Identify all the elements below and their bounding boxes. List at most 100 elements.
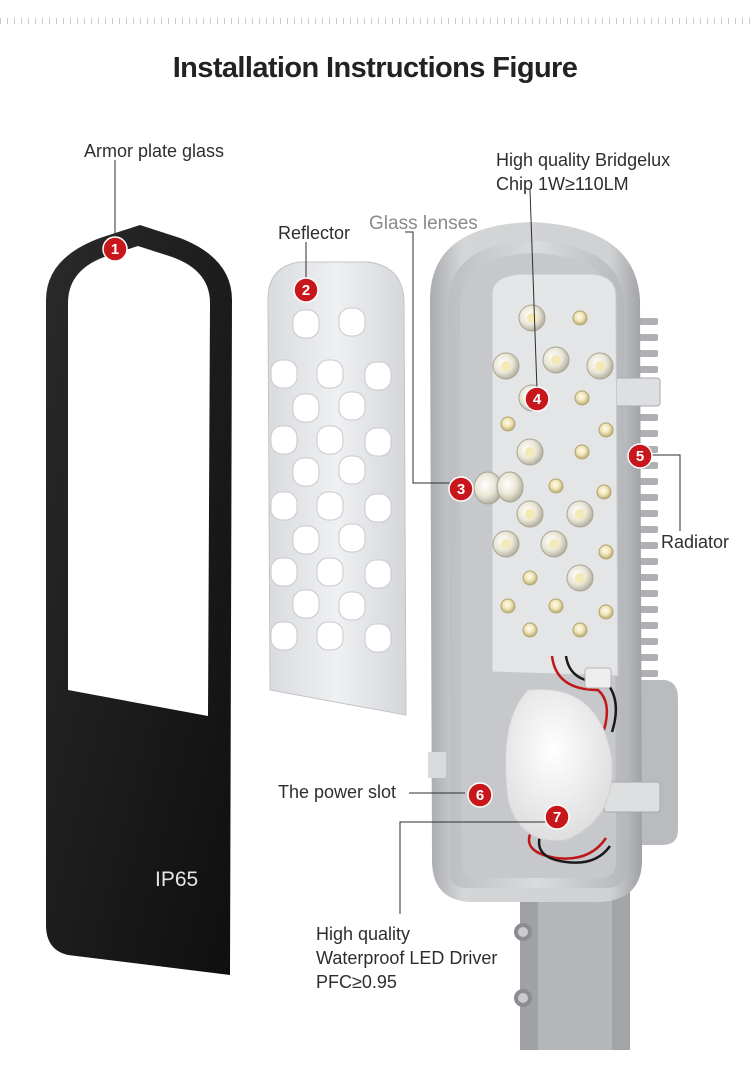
led-chip <box>575 573 585 583</box>
marker-5 <box>627 443 653 469</box>
marker-3 <box>448 476 474 502</box>
armor-plate-glass <box>46 225 232 975</box>
page-title: Installation Instructions Figure <box>172 52 578 84</box>
led-chip <box>501 539 511 549</box>
reflector-hole <box>292 393 320 423</box>
label-power-slot: The power slot <box>278 782 397 802</box>
led-chip <box>525 509 535 519</box>
reflector-hole <box>338 523 366 553</box>
label-led-driver: High quality Waterproof LED Driver PFC≥0… <box>316 922 497 994</box>
radiator-fin <box>636 414 658 421</box>
marker-6 <box>467 782 493 808</box>
reflector-hole <box>316 359 344 389</box>
led-chip <box>525 447 535 457</box>
reflector-hole <box>270 359 298 389</box>
reflector-hole <box>338 391 366 421</box>
led-chip <box>551 355 561 365</box>
reflector-hole <box>292 589 320 619</box>
radiator-fin <box>636 558 658 565</box>
radiator-fin <box>636 654 658 661</box>
radiator-fin <box>636 638 658 645</box>
marker-3-number: 3 <box>457 481 465 498</box>
ip65-marking: IP65 <box>155 868 198 891</box>
led-chip <box>501 361 511 371</box>
radiator-fin <box>636 606 658 613</box>
label-bridgelux-chip: High quality Bridgelux Chip 1W≥110LM <box>496 148 670 196</box>
reflector-holes <box>270 307 392 653</box>
led-chip <box>548 598 564 614</box>
reflector-hole <box>338 591 366 621</box>
led-chip <box>598 422 614 438</box>
reflector-hole <box>292 525 320 555</box>
reflector-hole <box>364 623 392 653</box>
label-bridgelux-line2: Chip 1W≥110LM <box>496 174 629 194</box>
marker-4 <box>524 386 550 412</box>
reflector-hole <box>316 557 344 587</box>
led-chip <box>572 622 588 638</box>
radiator-fin <box>636 430 658 437</box>
radiator-fin <box>636 590 658 597</box>
reflector-hole <box>316 491 344 521</box>
led-chip <box>598 544 614 560</box>
led-chip <box>527 313 537 323</box>
reflector-hole <box>270 557 298 587</box>
leader-lines <box>114 160 681 914</box>
marker-2 <box>293 277 319 303</box>
radiator-fin <box>636 478 658 485</box>
reflector-hole <box>338 307 366 337</box>
label-reflector: Reflector <box>278 223 351 243</box>
top-dotted-border <box>0 18 750 24</box>
marker-1 <box>102 236 128 262</box>
radiator-fin <box>636 526 658 533</box>
reflector-hole <box>364 361 392 391</box>
led-chip <box>522 622 538 638</box>
reflector-hole <box>364 427 392 457</box>
reflector-hole <box>338 455 366 485</box>
radiator-fin <box>636 318 658 325</box>
radiator-fin <box>636 350 658 357</box>
marker-5-number: 5 <box>636 448 644 465</box>
led-chip <box>500 598 516 614</box>
marker-1-number: 1 <box>111 241 119 258</box>
wires <box>527 655 618 864</box>
reflector-hole <box>292 457 320 487</box>
radiator-fin <box>636 622 658 629</box>
label-armor-plate-glass: Armor plate glass <box>84 141 225 161</box>
led-chip <box>574 444 590 460</box>
led-chip <box>595 361 605 371</box>
reflector-hole <box>316 621 344 651</box>
reflector-hole <box>270 621 298 651</box>
label-driver-line1: High quality <box>316 924 411 944</box>
marker-2-number: 2 <box>302 282 310 299</box>
radiator-fin <box>636 510 658 517</box>
label-glass-lenses: Glass lenses <box>369 213 478 234</box>
led-chip <box>522 570 538 586</box>
led-chip <box>549 539 559 549</box>
numbered-markers: 1 2 3 4 5 6 7 <box>102 236 653 830</box>
radiator-fin <box>636 366 658 373</box>
radiator-fin <box>636 542 658 549</box>
radiator-fin <box>636 334 658 341</box>
marker-6-number: 6 <box>476 787 484 804</box>
radiator-fin <box>636 670 658 677</box>
reflector-hole <box>316 425 344 455</box>
led-chip <box>548 478 564 494</box>
led-driver <box>505 688 613 842</box>
led-chip <box>500 416 516 432</box>
led-chip <box>572 310 588 326</box>
label-radiator: Radiator <box>661 532 730 552</box>
reflector-hole <box>270 491 298 521</box>
radiator-fin <box>636 494 658 501</box>
marker-7 <box>544 804 570 830</box>
led-chip <box>598 604 614 620</box>
radiator-fin <box>636 574 658 581</box>
label-bridgelux-line1: High quality Bridgelux <box>496 150 671 170</box>
label-driver-line3: PFC≥0.95 <box>316 972 397 992</box>
led-chip <box>575 509 585 519</box>
reflector-hole <box>364 559 392 589</box>
marker-7-number: 7 <box>553 809 561 826</box>
marker-4-number: 4 <box>533 391 542 408</box>
reflector-hole <box>364 493 392 523</box>
led-chip <box>596 484 612 500</box>
